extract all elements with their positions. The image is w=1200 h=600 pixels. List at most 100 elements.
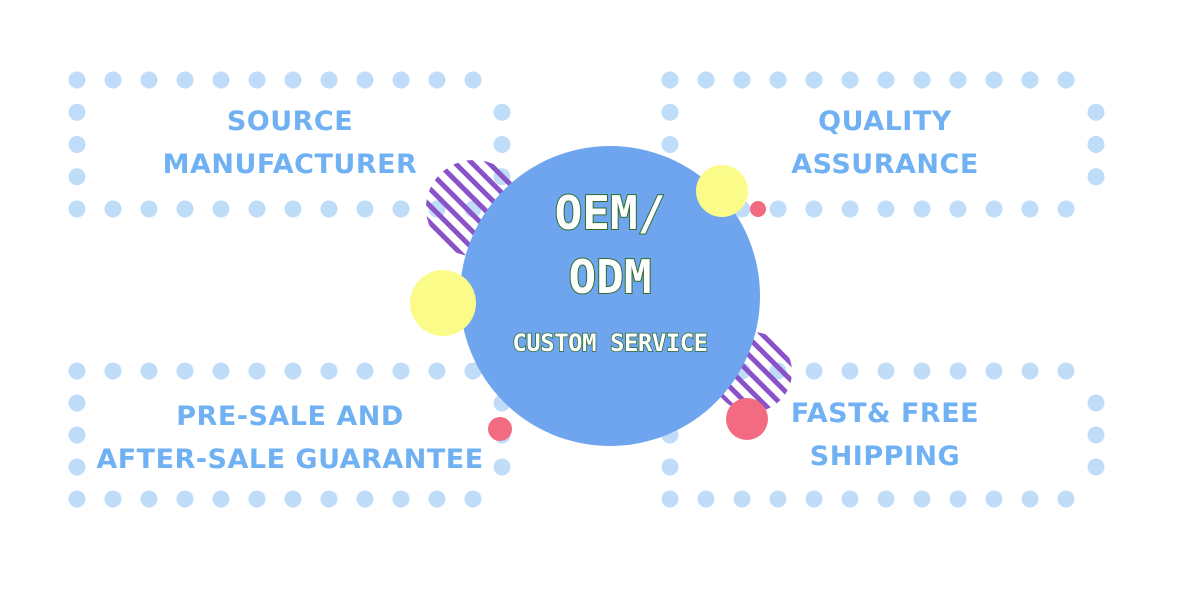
feature-line: MANUFACTURER: [162, 149, 418, 180]
frame-dot: [1087, 394, 1105, 412]
accent-shapes-front: [410, 165, 768, 441]
frame-dot: [464, 71, 482, 89]
frame-dot: [697, 71, 715, 89]
frame-dot: [356, 490, 374, 508]
frame-dot: [841, 490, 859, 508]
frame-dot: [392, 490, 410, 508]
frame-dot: [68, 490, 86, 508]
frame-dot: [284, 71, 302, 89]
frame-dot: [68, 71, 86, 89]
frame-dot: [212, 362, 230, 380]
frame-dot: [661, 103, 679, 121]
frame-dot: [805, 200, 823, 218]
frame-dot: [320, 200, 338, 218]
frame-dot: [464, 362, 482, 380]
frame-dot: [176, 200, 194, 218]
frame-dot: [805, 362, 823, 380]
frame-dot: [661, 136, 679, 153]
frame-dot: [212, 71, 230, 89]
frame-dot: [1021, 200, 1039, 218]
frame-dot: [140, 362, 158, 380]
feature-pre-after-sale-guarantee: PRE-SALE AND AFTER-SALE GUARANTEE: [90, 395, 490, 481]
frame-dot: [661, 490, 679, 508]
frame-dot: [493, 136, 511, 153]
feature-line: QUALITY: [818, 106, 952, 137]
frame-dot: [733, 71, 751, 89]
frame-dot: [1057, 490, 1075, 508]
frame-dot: [104, 490, 122, 508]
frame-dot: [1021, 362, 1039, 380]
frame-dot: [985, 362, 1003, 380]
pink-circle-bottom: [726, 398, 768, 440]
frame-dot: [392, 71, 410, 89]
frame-dot: [985, 490, 1003, 508]
frame-dot: [356, 71, 374, 89]
frame-dot: [1021, 490, 1039, 508]
frame-dot: [1057, 200, 1075, 218]
frame-dot: [493, 458, 511, 476]
frame-dot: [176, 362, 194, 380]
frame-dot: [877, 362, 895, 380]
frame-dot: [913, 200, 931, 218]
frame-dot: [212, 200, 230, 218]
frame-dot: [464, 490, 482, 508]
frame-dot: [1057, 71, 1075, 89]
frame-dot: [949, 200, 967, 218]
frame-dot: [428, 490, 446, 508]
yellow-circle-top: [696, 165, 748, 217]
frame-dot: [428, 71, 446, 89]
frame-dot: [949, 362, 967, 380]
frame-dot: [697, 490, 715, 508]
frame-dot: [841, 200, 859, 218]
frame-dot: [284, 490, 302, 508]
frame-dot: [68, 458, 86, 476]
center-circle: [460, 146, 760, 446]
frame-dot: [1021, 71, 1039, 89]
frame-dot: [356, 362, 374, 380]
frame-dot: [248, 490, 266, 508]
frame-dot: [68, 103, 86, 121]
frame-dot: [68, 200, 86, 218]
frame-dot: [913, 362, 931, 380]
frame-dot: [493, 103, 511, 121]
frame-dot: [913, 490, 931, 508]
frame-dot: [320, 71, 338, 89]
frame-dot: [985, 71, 1003, 89]
feature-quality-assurance: QUALITY ASSURANCE: [730, 100, 1040, 186]
frame-dot: [949, 71, 967, 89]
frame-dot: [661, 71, 679, 89]
center-title-line2: ODM: [567, 249, 652, 305]
frame-dot: [733, 490, 751, 508]
frame-dot: [877, 71, 895, 89]
frame-dot: [68, 394, 86, 412]
frame-dot: [104, 362, 122, 380]
frame-dot: [68, 168, 86, 186]
frame-dot: [140, 71, 158, 89]
frame-dot: [769, 71, 787, 89]
frame-dot: [661, 458, 679, 476]
frame-dot: [176, 490, 194, 508]
frame-dot: [248, 71, 266, 89]
feature-line: AFTER-SALE GUARANTEE: [96, 444, 484, 475]
pink-dot-small-top: [750, 201, 766, 217]
frame-dot: [841, 362, 859, 380]
frame-dot: [1087, 136, 1105, 153]
frame-dot: [356, 200, 374, 218]
frame-dot: [392, 362, 410, 380]
frame-dot: [949, 490, 967, 508]
frame-dot: [284, 200, 302, 218]
frame-dot: [320, 490, 338, 508]
frame-dot: [320, 362, 338, 380]
frame-dot: [1087, 103, 1105, 121]
frame-dot: [68, 426, 86, 444]
frame-dot: [769, 490, 787, 508]
frame-dot: [841, 71, 859, 89]
feature-line: ASSURANCE: [791, 149, 979, 180]
feature-fast-free-shipping: FAST& FREE SHIPPING: [730, 392, 1040, 478]
frame-dot: [877, 490, 895, 508]
frame-dot: [1057, 362, 1075, 380]
frame-dot: [1087, 426, 1105, 444]
feature-line: SOURCE: [226, 106, 354, 137]
